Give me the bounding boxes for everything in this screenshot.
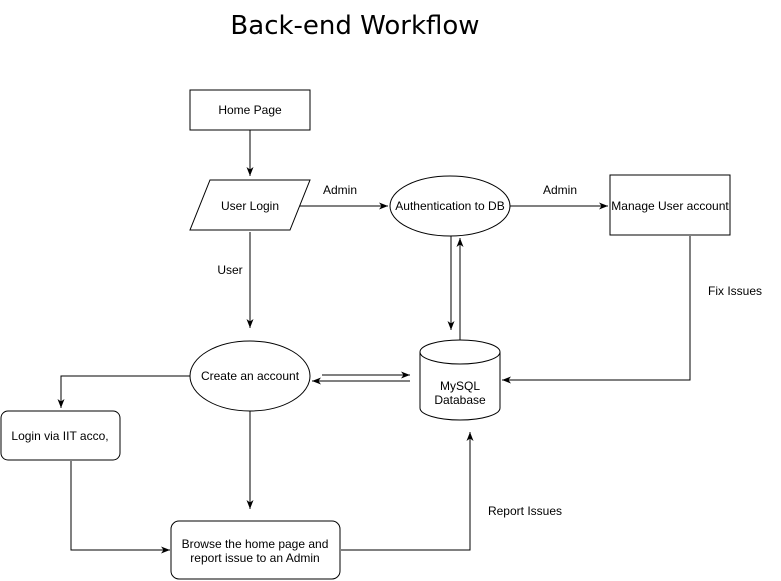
node-browse-label-line1: Browse the home page and [182,537,329,551]
edge-label-fix-issues: Fix Issues [708,284,762,298]
node-create-account[interactable]: Create an account [189,340,311,412]
edge-label-user: User [217,263,242,277]
node-browse-label-line2: report issue to an Admin [190,551,319,565]
node-create-account-label: Create an account [201,369,300,383]
node-mysql-label-line1: MySQL [440,379,480,393]
edge-label-report-issues: Report Issues [488,504,562,518]
edge-manage-to-db [502,236,691,384]
edge-label-admin: Admin [543,183,577,197]
node-manage-user[interactable]: Manage User account [609,174,731,236]
node-mysql-label-line2: Database [434,393,486,407]
node-authentication-label: Authentication to DB [395,199,504,213]
node-authentication[interactable]: Authentication to DB [389,175,511,237]
node-login-iit-label: Login via IIT acco, [11,429,108,443]
edge-browse-to-db [341,432,474,551]
node-browse-report[interactable]: Browse the home page and report issue to… [170,520,341,580]
node-home-page[interactable]: Home Page [189,89,311,131]
node-mysql-database[interactable]: MySQL Database [419,339,501,421]
edge-login-iit-to-browse [70,461,170,554]
diagram-title: Back-end Workflow [230,11,479,41]
node-home-page-label: Home Page [218,103,282,117]
edge-label-admin: Admin [323,183,357,197]
edge-create-to-login-iit [57,375,190,408]
node-manage-user-label: Manage User account [611,199,729,213]
node-user-login[interactable]: User Login [189,179,311,231]
node-login-iit[interactable]: Login via IIT acco, [0,410,121,461]
node-user-login-label: User Login [221,199,279,213]
